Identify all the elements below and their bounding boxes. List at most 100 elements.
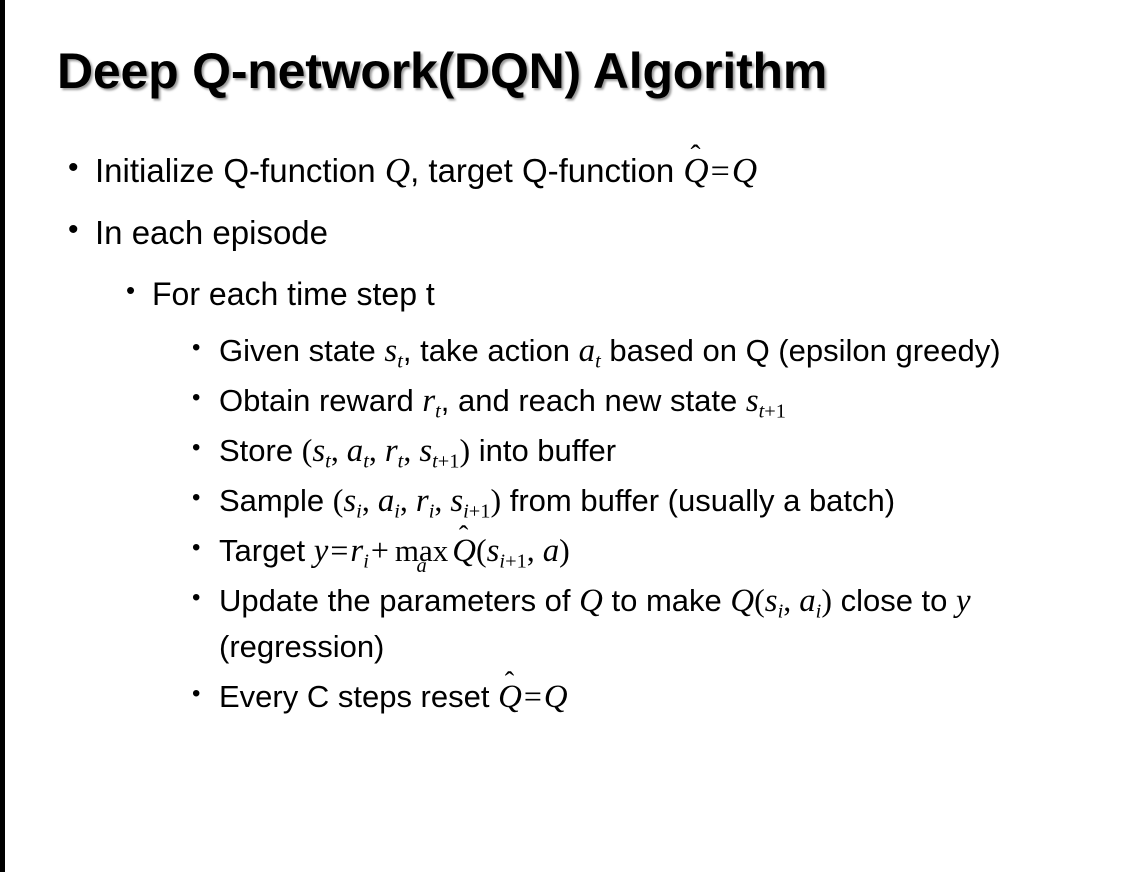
math-variable: si [343,483,362,523]
bullet-marker-icon: • [126,275,136,305]
circumflex-accent-icon: ˆ [458,520,469,552]
math-subscript: i+1 [499,550,527,573]
page-title: Deep Q-network(DQN) Algorithm [57,43,828,99]
math-subscript: i [356,500,362,523]
math-variable: si [764,583,784,623]
math-punctuation: , [526,533,543,568]
math-operator-name: max [394,533,449,568]
math-subscript: t [397,450,404,473]
bullet-marker-icon: • [192,484,201,511]
math-variable: at [578,333,601,373]
math-variable: st+1 [745,383,786,423]
bullet-item-for-each-time-step: • For each time step t [0,271,1124,317]
bullet-text-run: (regression) [219,629,385,664]
math-punctuation: , [330,433,347,468]
math-subscript: t [397,350,403,373]
math-punctuation: , [403,433,420,468]
math-punctuation: ( [754,583,765,618]
bullet-text-run: close to [831,583,957,618]
bullet-label: Sample (si, ai, ri, si+1) from buffer (u… [219,478,1099,524]
math-operator: = [523,679,542,714]
bullet-text-run: Given state [219,333,385,368]
bullet-text-run: In each episode [95,214,329,251]
math-punctuation: , [361,483,378,518]
math-underscript: a [416,554,427,577]
math-punctuation: ) [821,583,832,618]
math-punctuation: , [368,433,385,468]
math-variable: si+1 [450,483,491,523]
bullet-text-run: Every C steps reset [219,679,499,714]
bullet-label: Store (st, at, rt, st+1) into buffer [219,428,1099,474]
bullet-label: In each episode [95,210,1124,256]
math-punctuation: , [399,483,416,518]
math-operator: = [330,533,349,568]
bullet-item-given-state-take-action: • Given state st, take action at based on… [0,328,1124,374]
bullet-label: Given state st, take action at based on … [219,328,1099,374]
bullet-text-run: Store [219,433,302,468]
math-variable: y [313,533,329,569]
bullet-text-run: based on Q (epsilon greedy) [600,333,1001,368]
slide-body-bullet-list: • Initialize Q-function Q , target Q-funct… [0,137,1124,724]
bullet-marker-icon: • [68,213,79,246]
bullet-text-run: Initialize Q-function [95,152,385,189]
bullet-text-run: to make [602,583,731,618]
math-variable: rt [384,433,404,473]
math-punctuation: , [434,483,451,518]
math-variable: at [346,433,369,473]
bullet-text-run: , target Q-function [410,152,684,189]
math-variable: si+1 [486,533,527,573]
bullet-marker-icon: • [68,151,79,184]
bullet-marker-icon: • [192,334,201,361]
circumflex-accent-icon: ˆ [504,666,515,698]
math-subscript: t [363,450,369,473]
bullet-text-run: , and reach new state [440,383,746,418]
bullet-text-run: Obtain reward [219,383,423,418]
bullet-label: For each time step t [152,271,1124,317]
math-operator: + [370,533,389,568]
math-variable: ri [415,483,435,523]
math-subscript: t [435,400,441,423]
bullet-text-run: Update the parameters of [219,583,580,618]
bullet-item-obtain-reward-reach-new-state: •Obtain reward rt, and reach new state s… [0,378,1124,424]
math-variable: st+1 [419,433,460,473]
bullet-item-store-into-buffer: • Store (st, at, rt, st+1) into buffer [0,428,1124,474]
circumflex-accent-icon: ˆ [690,137,701,172]
math-variable: st [312,433,331,473]
math-subscript: i [428,500,435,523]
math-variable: Q [731,151,758,190]
math-variable: y [956,583,971,619]
math-subscript: t [595,350,601,373]
math-variable: a [542,533,560,569]
math-variable: st [384,333,403,373]
math-subscript: i [777,600,784,623]
math-subscript: i [363,550,369,573]
bullet-item-sample-from-buffer: • Sample (si, ai, ri, si+1) from buffer (… [0,478,1124,524]
bullet-text-run: For each time step t [152,276,435,312]
math-punctuation: ) [559,533,570,568]
math-variable: rt [422,383,441,423]
bullet-marker-icon: • [192,584,201,611]
bullet-label: Update the parameters of Q to make Q(si,… [219,578,1099,670]
bullet-marker-icon: • [192,680,201,707]
math-subscript: t+1 [758,400,786,423]
bullet-marker-icon: • [192,434,201,461]
bullet-label: Obtain reward rt, and reach new state st… [219,378,1099,424]
bullet-text-run: , take action [402,333,579,368]
bullet-label: Initialize Q-function Q , target Q-functi… [95,137,1124,195]
slide-left-edge-bar [0,0,5,872]
math-punctuation: ) [459,433,471,468]
math-punctuation: ( [301,433,313,468]
math-variable: Q [543,679,568,715]
math-subscript: t [325,450,331,473]
math-punctuation: , [783,583,800,618]
bullet-text-run: Sample [219,483,333,518]
math-variable: ri [350,533,369,573]
bullet-item-initialize-q-function: • Initialize Q-function Q , target Q-funct… [0,137,1124,195]
